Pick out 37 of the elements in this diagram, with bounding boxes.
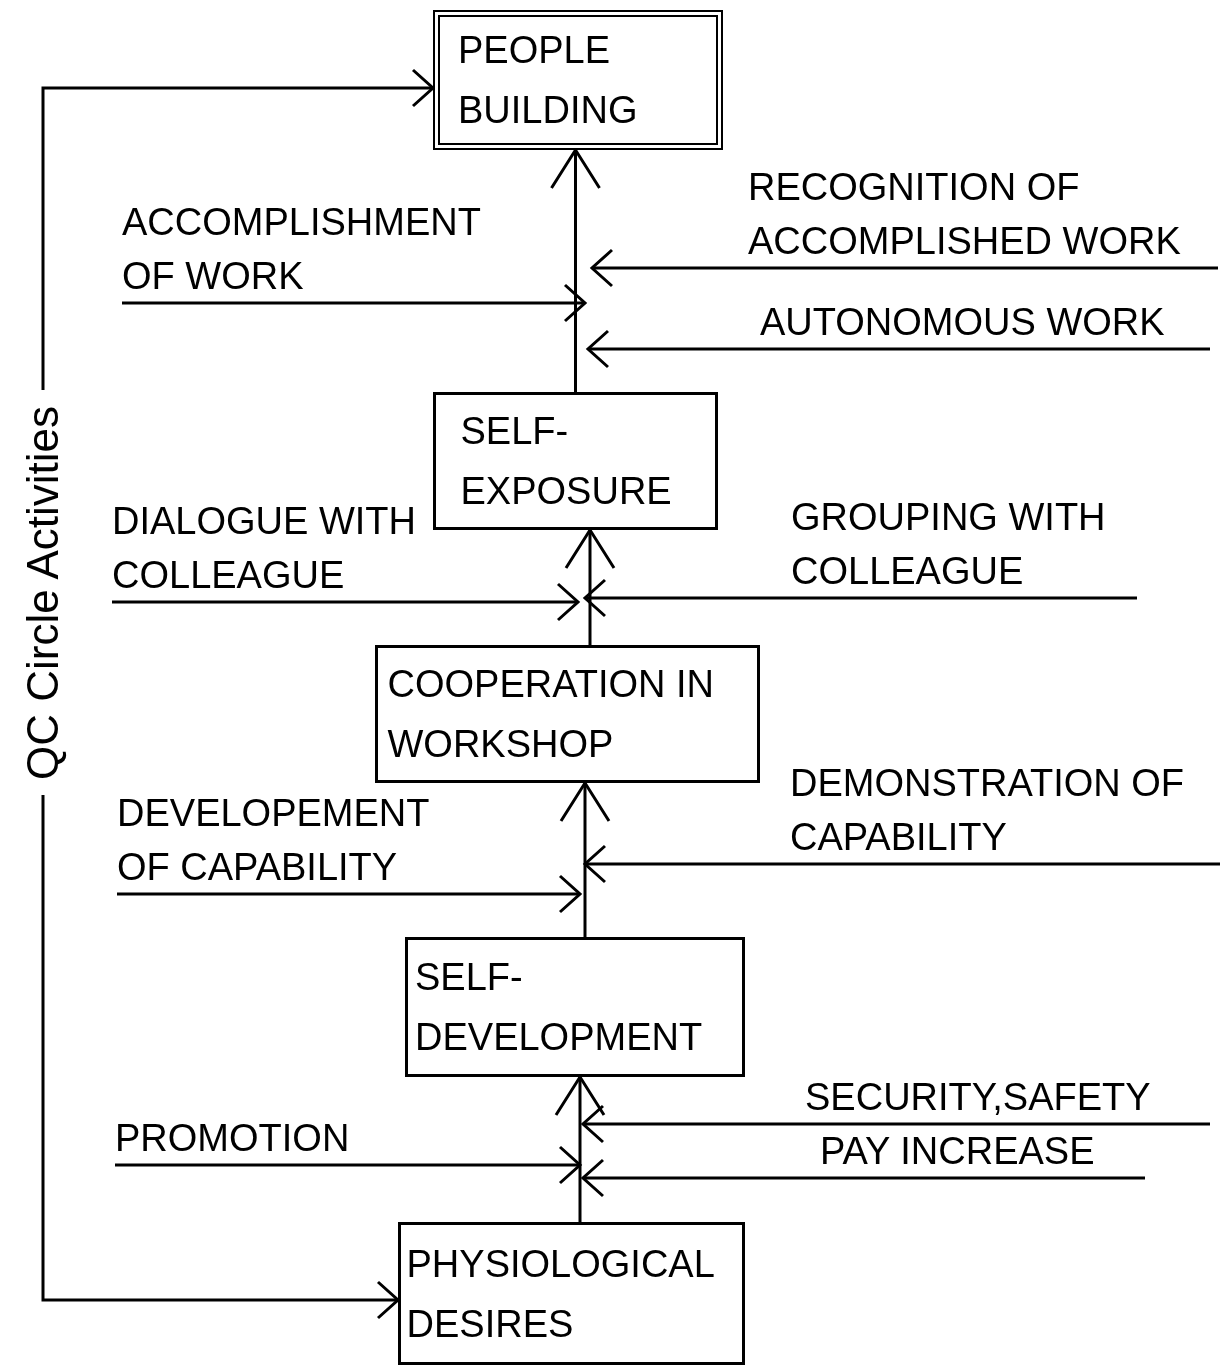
box-label: SELF-EXPOSURE — [460, 409, 673, 514]
box-label: PHYSIOLOGICAL DESIRES — [406, 1241, 715, 1347]
arrow-label: AUTONOMOUS WORK — [760, 295, 1210, 349]
arrow — [564, 528, 616, 645]
input-arrow — [586, 329, 1210, 369]
arrow-label: DEMONSTRATION OF CAPABILITY — [790, 756, 1220, 864]
arrow-label: RECOGNITION OF ACCOMPLISHED WORK — [748, 160, 1218, 268]
input-arrow — [583, 844, 1220, 884]
connector-arrow — [41, 795, 400, 1320]
arrow — [554, 1075, 606, 1222]
process-box — [433, 392, 718, 530]
goal-box — [433, 10, 723, 150]
arrow-label: ACCOMPLISHMENT OF WORK — [122, 195, 512, 303]
input-arrow — [581, 1104, 1210, 1144]
arrow-label: PAY INCREASE — [820, 1124, 1145, 1178]
input-arrow — [122, 283, 587, 323]
vertical-label: QC Circle Activities — [18, 390, 68, 795]
arrow-label: PROMOTION — [115, 1111, 415, 1165]
box-label: SELF-DEVELOPMENT — [415, 955, 704, 1060]
arrow-label: DEVELOPEMENT OF CAPABILITY — [117, 786, 457, 894]
process-box — [405, 937, 745, 1077]
input-arrow — [115, 1145, 582, 1185]
arrow-label: SECURITY,SAFETY — [805, 1070, 1210, 1124]
input-arrow — [112, 582, 580, 622]
input-arrow — [590, 248, 1218, 288]
box-label: PEOPLE BUILDING — [458, 28, 639, 133]
input-arrow — [581, 1158, 1145, 1198]
process-box — [375, 645, 760, 783]
connector-arrow — [41, 68, 435, 390]
arrow — [559, 781, 611, 937]
process-box — [398, 1222, 745, 1365]
box-label: COOPERATION IN WORKSHOP — [387, 662, 716, 767]
arrow-label: GROUPING WITH COLLEAGUE — [791, 490, 1137, 598]
input-arrow — [117, 874, 582, 914]
arrow — [550, 148, 601, 392]
arrow-label: DIALOGUE WITH COLLEAGUE — [112, 494, 432, 602]
input-arrow — [583, 578, 1137, 618]
